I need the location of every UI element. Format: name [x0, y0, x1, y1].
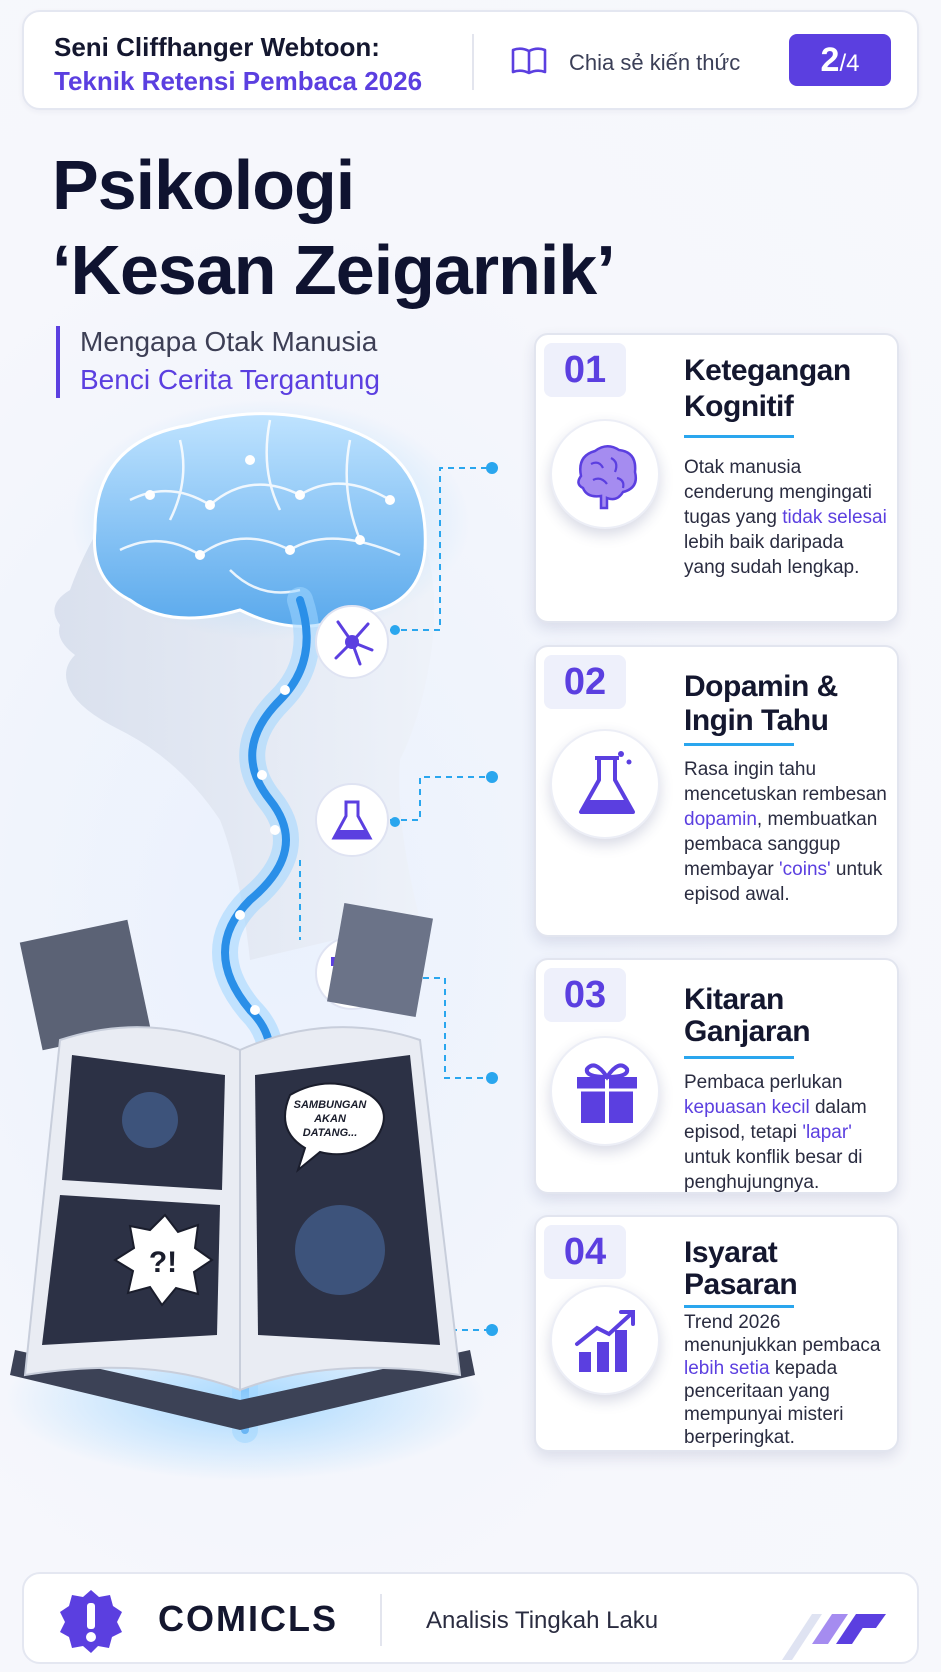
brain-icon	[577, 445, 637, 510]
card-number: 02	[544, 655, 626, 709]
card-body: Trend 2026 menunjukkan pembaca lebih set…	[684, 1312, 881, 1448]
page-current: 2	[820, 41, 840, 79]
card-number: 03	[544, 968, 626, 1022]
flask-icon	[579, 751, 635, 814]
card-reward-cycle: 03 Kitaran Ganjaran Pembaca perlukan kep…	[534, 958, 899, 1194]
header-title-line2: Teknik Retensi Pembaca 2026	[54, 66, 423, 96]
card-icon-circle	[550, 1036, 660, 1146]
card-icon-circle	[550, 1285, 660, 1395]
card-icon-circle	[550, 419, 660, 529]
card-title-rule	[684, 1056, 794, 1059]
neuron-node-icon	[315, 605, 389, 679]
card-body: Pembaca perlukan kepuasan kecil dalam ep…	[684, 1072, 867, 1193]
floating-panel	[19, 919, 151, 1051]
card-title-line1: Ketegangan	[684, 354, 851, 387]
header-title-line1: Seni Cliffhanger Webtoon:	[54, 32, 380, 62]
growth-chart-icon	[575, 1310, 635, 1372]
card-body: Otak manusia cenderung mengingati tugas …	[684, 457, 887, 578]
subtitle-accent-bar	[56, 326, 60, 398]
gift-icon	[577, 1063, 637, 1123]
card-body: Rasa ingin tahu mencetuskan rembesan dop…	[684, 759, 887, 905]
card-dopamine-curiosity: 02 Dopamin & Ingin Tahu Rasa ingin tahu …	[534, 645, 899, 937]
card-number: 01	[544, 343, 626, 397]
speech-bubble-line3: DATANG...	[303, 1127, 358, 1139]
brand-logo-text: COMICLS	[158, 1598, 338, 1639]
card-title-line1: Dopamin &	[684, 670, 838, 703]
card-market-signal: 04 Isyarat Pasaran Trend 2026 menunjukka…	[534, 1215, 899, 1452]
header-bar: Seni Cliffhanger Webtoon: Teknik Retensi…	[22, 10, 919, 110]
brain-book-illustration: SAMBUNGAN AKAN DATANG... ?!	[5, 400, 498, 1480]
speech-bubble-line1: SAMBUNGAN	[294, 1099, 368, 1111]
speech-bubble-line2: AKAN	[313, 1113, 347, 1125]
subtitle-line1: Mengapa Otak Manusia	[80, 326, 378, 357]
card-number: 04	[544, 1225, 626, 1279]
footer-divider	[380, 1594, 382, 1646]
exclaim-bubble	[113, 1213, 214, 1307]
card-title-line1: Isyarat	[684, 1236, 778, 1269]
brain-shape	[92, 412, 427, 628]
card-title-rule	[684, 435, 794, 438]
exclamation-badge-icon	[60, 1590, 122, 1653]
main-title-line1: Psikologi	[52, 146, 355, 224]
flask-node-icon	[315, 783, 389, 857]
header-divider	[472, 34, 474, 90]
footer-bar: COMICLS Analisis Tingkah Laku	[22, 1572, 919, 1664]
main-title-line2: ‘Kesan Zeigarnik’	[52, 231, 616, 309]
card-title-line2: Kognitif	[684, 390, 794, 423]
card-icon-circle	[550, 729, 660, 839]
speech-bubble	[284, 1082, 385, 1173]
share-knowledge-label: Chia sẻ kiến thức	[569, 50, 741, 75]
footer-tagline: Analisis Tingkah Laku	[426, 1607, 659, 1634]
card-title-line2: Ganjaran	[684, 1015, 811, 1048]
card-cognitive-tension: 01 Ketegangan Kognitif Otak manusia cend…	[534, 333, 899, 623]
exclaim-bubble-text: ?!	[149, 1246, 177, 1279]
floating-panel	[327, 902, 433, 1018]
page-total: /4	[839, 50, 860, 77]
decorative-stripes-icon	[782, 1614, 886, 1660]
card-title-line2: Ingin Tahu	[684, 704, 829, 737]
card-title-rule	[684, 743, 794, 746]
book-cover	[10, 1350, 475, 1430]
card-title-rule	[684, 1305, 794, 1308]
open-book-icon	[511, 47, 547, 75]
card-title-line1: Kitaran	[684, 983, 784, 1016]
page-indicator: 2/4	[789, 34, 891, 86]
card-title-line2: Pasaran	[684, 1268, 798, 1301]
subtitle-line2: Benci Cerita Tergantung	[80, 364, 380, 395]
